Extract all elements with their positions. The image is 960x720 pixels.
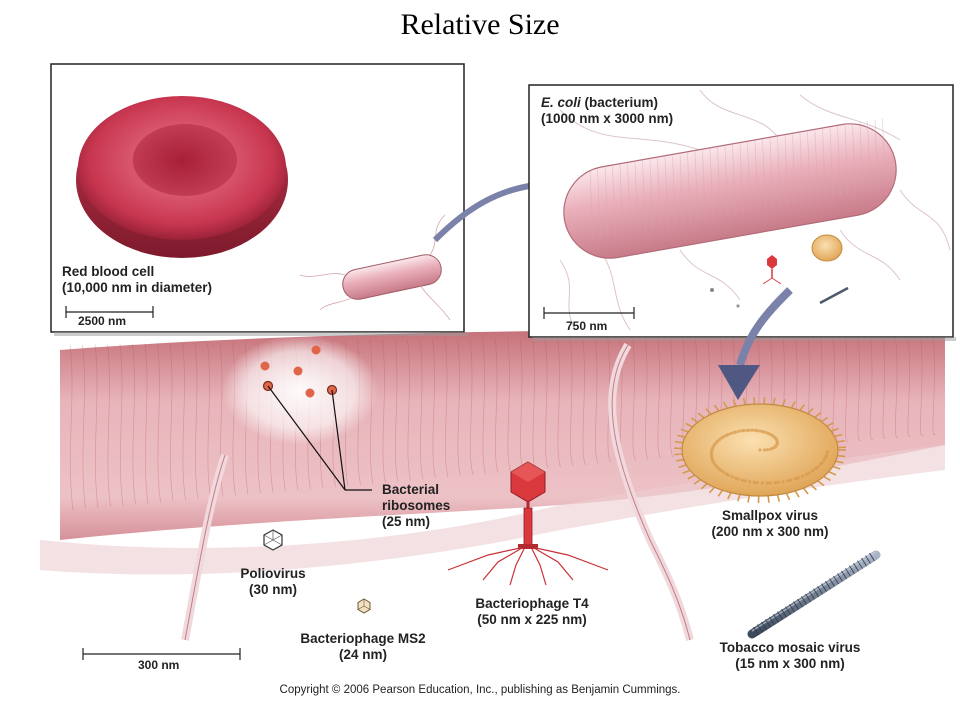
- ribosomes-label-line2: ribosomes: [382, 498, 451, 513]
- tobacco-label-name: Tobacco mosaic virus: [719, 640, 861, 655]
- ecoli-label: E. coli (bacterium) (1000 nm x 3000 nm): [541, 95, 673, 127]
- ribosomes-label: Bacterial ribosomes (25 nm): [382, 482, 450, 530]
- ribosomes-label-size: (25 nm): [382, 514, 431, 529]
- zoom-arrow-to-smallpox: [718, 287, 793, 400]
- smallpox-label: Smallpox virus (200 nm x 300 nm): [680, 508, 860, 540]
- tobacco-mosaic-virus: [747, 550, 881, 639]
- smallpox-virus: [674, 397, 846, 504]
- rbc-label: Red blood cell (10,000 nm in diameter): [62, 264, 212, 296]
- ecoli-type: (bacterium): [580, 95, 659, 110]
- rbc-scale-label: 2500 nm: [78, 314, 127, 328]
- tissue-band: [40, 326, 945, 641]
- ecoli-label-name: E. coli (bacterium): [541, 95, 673, 111]
- ecoli-species-name: E. coli: [541, 95, 581, 110]
- poliovirus-label-name: Poliovirus: [240, 566, 306, 581]
- bacteriophage-t4: [447, 461, 609, 586]
- rbc-label-size: (10,000 nm in diameter): [62, 280, 213, 295]
- slide-title: Relative Size: [400, 8, 560, 41]
- ms2-label: Bacteriophage MS2 (24 nm): [283, 631, 443, 663]
- main-scale-label: 300 nm: [138, 658, 180, 672]
- smallpox-label-size: (200 nm x 300 nm): [711, 524, 829, 539]
- ribosomes-label-line1: Bacterial: [382, 482, 440, 497]
- ms2-label-size: (24 nm): [338, 647, 387, 662]
- t4-label-name: Bacteriophage T4: [475, 596, 589, 611]
- ms2-label-name: Bacteriophage MS2: [300, 631, 426, 646]
- poliovirus-label-size: (30 nm): [248, 582, 297, 597]
- tobacco-label-size: (15 nm x 300 nm): [735, 656, 845, 671]
- ribosome-pointer-lines: [267, 385, 372, 491]
- bacteriophage-ms2: [357, 598, 371, 614]
- poliovirus: [263, 529, 283, 551]
- tobacco-label: Tobacco mosaic virus (15 nm x 300 nm): [700, 640, 880, 672]
- ecoli-scale-label: 750 nm: [566, 319, 608, 333]
- smallpox-label-name: Smallpox virus: [721, 508, 819, 523]
- ecoli-label-size: (1000 nm x 3000 nm): [541, 111, 674, 126]
- t4-label-size: (50 nm x 225 nm): [477, 612, 587, 627]
- rbc-panel: [50, 63, 467, 336]
- t4-label: Bacteriophage T4 (50 nm x 225 nm): [452, 596, 612, 628]
- poliovirus-label: Poliovirus (30 nm): [218, 566, 328, 598]
- main-scale-bar: [82, 648, 241, 660]
- rbc-label-name: Red blood cell: [62, 264, 155, 279]
- copyright-notice: Copyright © 2006 Pearson Education, Inc.…: [279, 684, 681, 696]
- ecoli-panel: [528, 84, 956, 341]
